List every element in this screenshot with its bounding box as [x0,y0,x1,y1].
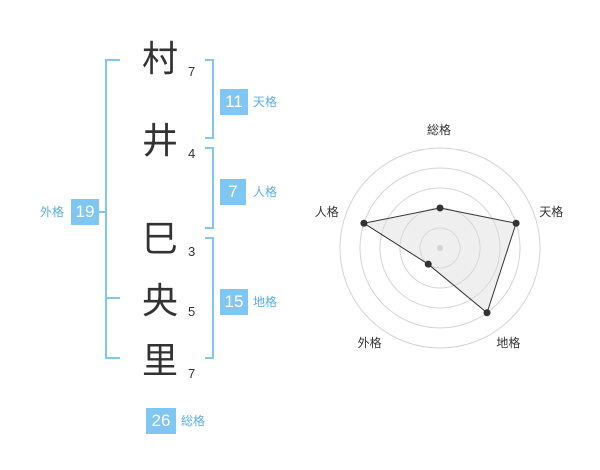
soukaku-label: 総格 [181,414,206,428]
name-char-1: 村 [141,39,178,80]
gaikaku-value: 19 [71,199,99,225]
radar-ring-1 [419,227,461,269]
chikaku-label: 地格 [253,295,278,309]
radar-point-3 [483,309,491,317]
tenkaku-bracket [205,59,214,139]
radar-ring-3 [379,187,501,309]
name-char-5: 里 [141,341,178,382]
radar-axis-label-4: 外格 [357,336,382,351]
radar-ring-5 [339,147,541,349]
stroke-count-5: 7 [188,366,196,381]
radar-point-2 [512,219,520,227]
outer-bracket [105,59,120,359]
radar-polygon [362,207,517,314]
radar-axis-label-2: 天格 [539,204,564,219]
radar-point-5 [360,219,368,227]
radar-point-4 [424,260,432,268]
stroke-count-1: 7 [188,64,196,79]
name-char-2: 井 [141,121,178,162]
gaikaku-label: 外格 [40,205,65,219]
name-char-4: 央 [141,281,178,322]
stroke-count-2: 4 [188,146,196,161]
stroke-count-3: 3 [188,244,196,259]
tenkaku-label: 天格 [253,95,278,109]
radar-axis-label-3: 地格 [496,336,521,351]
radar-center [437,245,443,251]
radar-point-1 [436,204,444,212]
tenkaku-value: 11 [220,89,248,115]
jinkaku-value: 7 [220,179,246,205]
jinkaku-bracket [205,147,214,229]
radar-axis-label-5: 人格 [314,204,339,219]
chikaku-bracket [205,237,214,359]
name-char-3: 巳 [141,219,178,260]
soukaku-value: 26 [146,408,176,434]
jinkaku-label: 人格 [253,185,278,199]
radar-ring-4 [359,167,521,329]
radar-axis-label-1: 総格 [427,123,452,137]
chikaku-value: 15 [220,289,248,315]
stroke-count-4: 5 [188,304,196,319]
